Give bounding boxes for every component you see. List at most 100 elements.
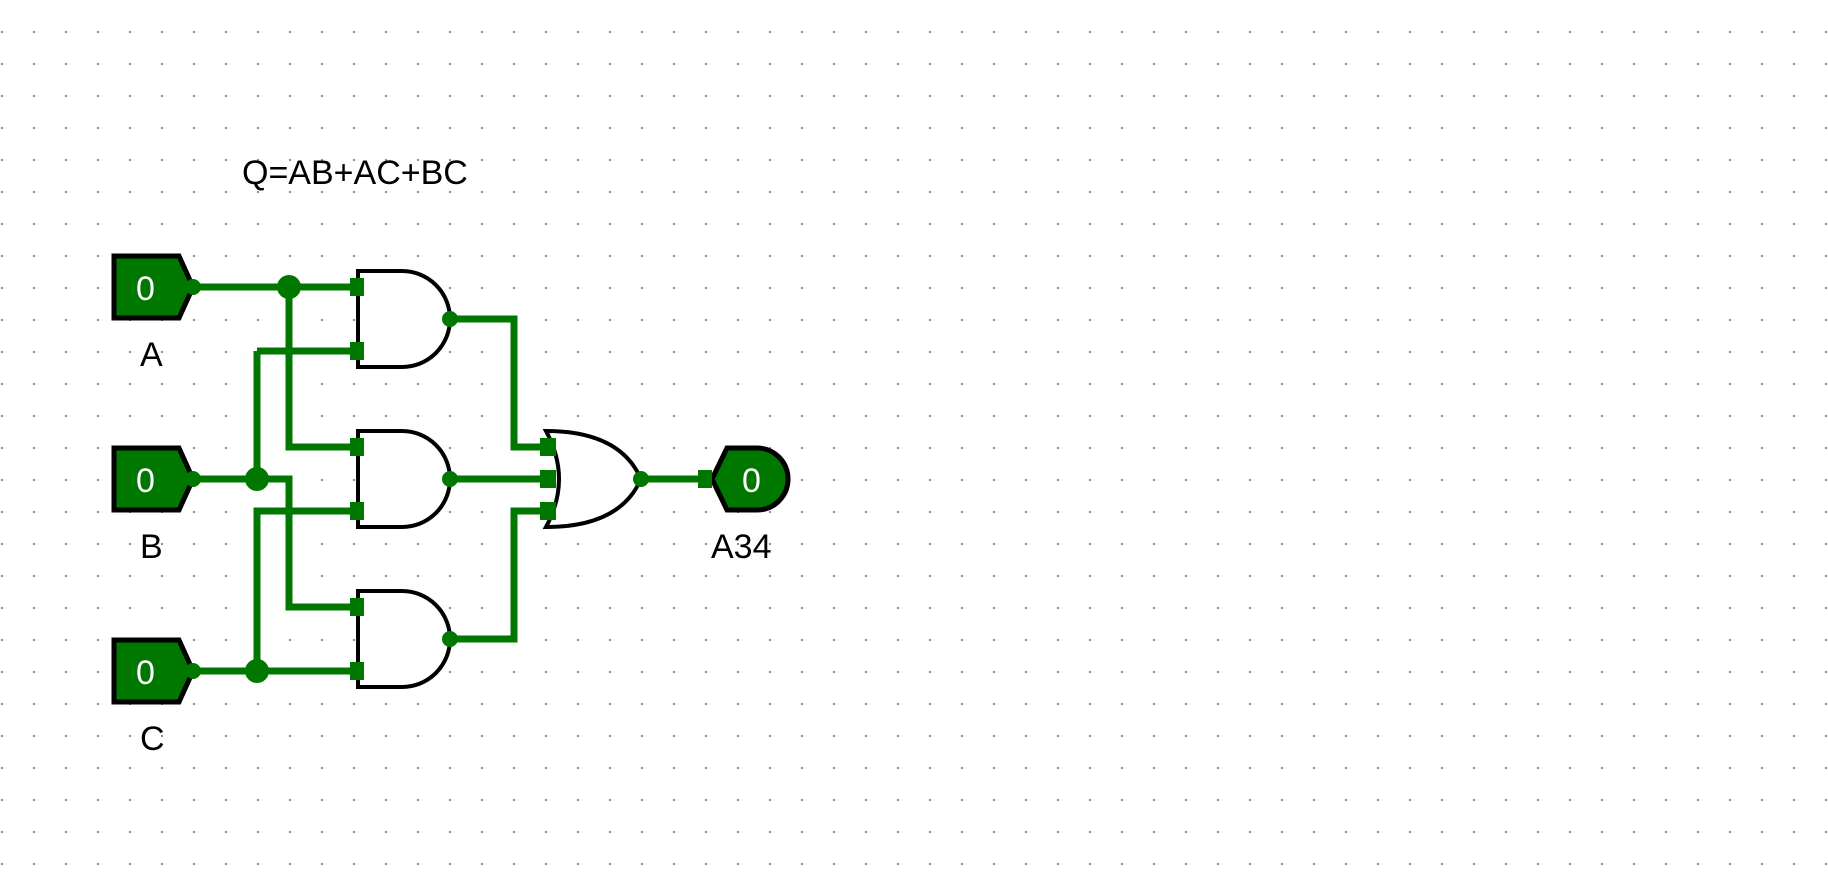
grid-dot	[833, 31, 835, 33]
grid-dot	[1697, 639, 1699, 641]
and3-pin-out[interactable]	[442, 631, 458, 647]
grid-dot	[1473, 127, 1475, 129]
grid-dot	[801, 383, 803, 385]
and2-pin-in-2[interactable]	[350, 502, 364, 520]
input-a[interactable]: 0 A	[111, 253, 201, 374]
grid-dot	[1313, 575, 1315, 577]
output-a34[interactable]: 0 A34	[698, 445, 791, 566]
grid-dot	[65, 287, 67, 289]
grid-dot	[1345, 511, 1347, 513]
wire-b-main[interactable]	[193, 475, 358, 611]
output-pin[interactable]	[698, 470, 712, 488]
grid-dot	[1409, 383, 1411, 385]
grid-dot	[321, 31, 323, 33]
grid-dot	[993, 191, 995, 193]
grid-dot	[961, 31, 963, 33]
grid-dot	[1057, 31, 1059, 33]
grid-dot	[1473, 575, 1475, 577]
grid-dot	[33, 255, 35, 257]
grid-dot	[1281, 735, 1283, 737]
input-b-pin[interactable]	[185, 471, 201, 487]
and-gate-bc[interactable]	[350, 589, 458, 689]
grid-dot	[865, 127, 867, 129]
input-c-pin[interactable]	[185, 663, 201, 679]
wire-and3-to-or[interactable]	[450, 507, 548, 643]
input-b[interactable]: 0 B	[111, 445, 201, 566]
and2-pin-out[interactable]	[442, 471, 458, 487]
grid-dot	[1729, 575, 1731, 577]
and2-pin-in-1[interactable]	[350, 438, 364, 456]
grid-dot	[1185, 287, 1187, 289]
grid-dot	[1601, 639, 1603, 641]
grid-dot	[993, 639, 995, 641]
or-pin-in-3[interactable]	[540, 502, 556, 520]
grid-dot	[1089, 479, 1091, 481]
and-gate-ab[interactable]	[350, 269, 458, 369]
and3-pin-in-1[interactable]	[350, 598, 364, 616]
grid-dot	[769, 639, 771, 641]
grid-dot	[1153, 671, 1155, 673]
grid-dot	[961, 735, 963, 737]
grid-dot	[1729, 415, 1731, 417]
grid-dot	[65, 799, 67, 801]
and-gate-ac[interactable]	[350, 429, 458, 529]
wire-and1-to-or[interactable]	[450, 315, 548, 451]
grid-dot	[1409, 607, 1411, 609]
grid-dot	[1345, 799, 1347, 801]
grid-dot	[1313, 735, 1315, 737]
grid-dot	[1569, 639, 1571, 641]
grid-dot	[1153, 447, 1155, 449]
grid-dot	[1697, 831, 1699, 833]
grid-dot	[1761, 639, 1763, 641]
grid-dot	[1153, 831, 1155, 833]
grid-dot	[577, 223, 579, 225]
grid-dot	[1761, 383, 1763, 385]
grid-dot	[33, 575, 35, 577]
and1-pin-out[interactable]	[442, 311, 458, 327]
grid-dot	[1313, 799, 1315, 801]
wire-c-vertical[interactable]	[253, 507, 358, 671]
grid-dot	[1825, 639, 1827, 641]
grid-dot	[833, 543, 835, 545]
grid-dot	[641, 95, 643, 97]
grid-dot	[1793, 127, 1795, 129]
or-gate-q[interactable]	[540, 428, 649, 530]
grid-dot	[1569, 383, 1571, 385]
grid-dot	[865, 639, 867, 641]
input-c[interactable]: 0 C	[111, 637, 201, 758]
grid-dot	[513, 767, 515, 769]
grid-dot	[769, 287, 771, 289]
grid-dot	[833, 159, 835, 161]
grid-dot	[65, 639, 67, 641]
grid-dot	[577, 287, 579, 289]
grid-dot	[1441, 31, 1443, 33]
grid-dot	[641, 159, 643, 161]
grid-dot	[1601, 95, 1603, 97]
grid-dot	[1185, 255, 1187, 257]
grid-dot	[865, 831, 867, 833]
grid-dot	[1441, 703, 1443, 705]
grid-dot	[609, 255, 611, 257]
wire-a-vertical[interactable]	[285, 287, 358, 451]
grid-dot	[33, 31, 35, 33]
or-pin-out[interactable]	[633, 471, 649, 487]
grid-dot	[1793, 799, 1795, 801]
input-a-pin[interactable]	[185, 279, 201, 295]
grid-dot	[801, 255, 803, 257]
grid-dot	[1409, 671, 1411, 673]
and1-pin-in-2[interactable]	[350, 342, 364, 360]
input-a-label: A	[140, 336, 163, 374]
and3-pin-in-2[interactable]	[350, 662, 364, 680]
or-pin-in-1[interactable]	[540, 438, 556, 456]
grid-dot	[1281, 127, 1283, 129]
grid-dot	[673, 287, 675, 289]
or-pin-in-2[interactable]	[540, 470, 556, 488]
grid-dot	[1121, 479, 1123, 481]
grid-dot	[1217, 479, 1219, 481]
grid-dot	[417, 799, 419, 801]
and1-pin-in-1[interactable]	[350, 278, 364, 296]
grid-dot	[257, 735, 259, 737]
grid-dot	[801, 351, 803, 353]
grid-dot	[545, 671, 547, 673]
